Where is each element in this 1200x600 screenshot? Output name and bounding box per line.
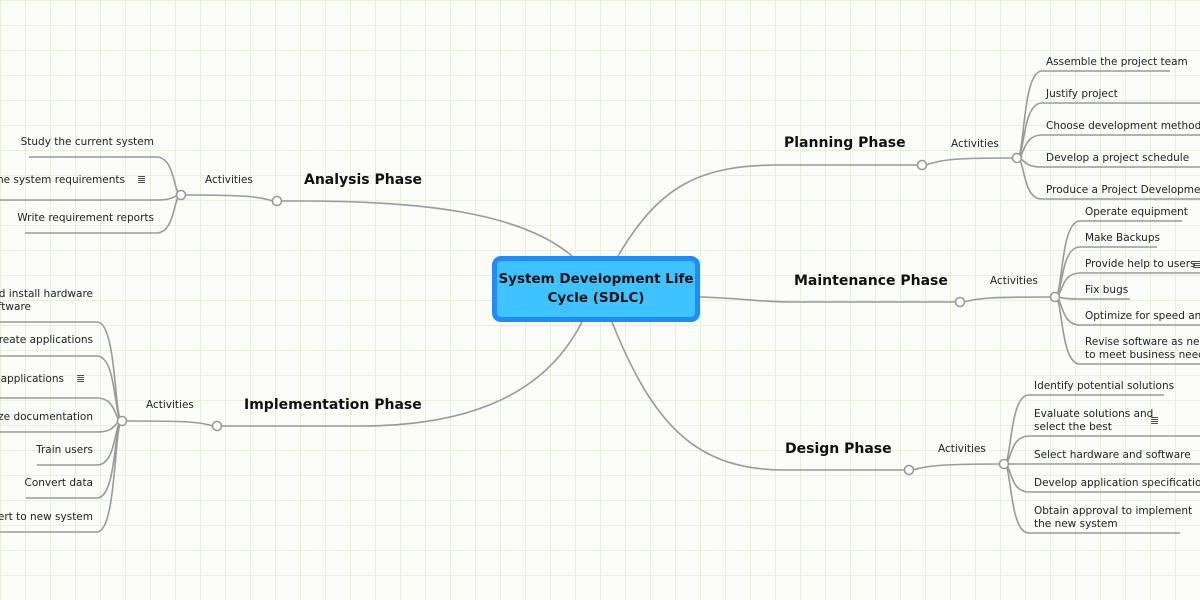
collapse-toggle[interactable]	[271, 195, 283, 207]
analysis-phase[interactable]: Analysis Phase	[304, 172, 423, 188]
implementation-item[interactable]: Create applications	[0, 334, 93, 346]
design-item[interactable]: Identify potential solutions	[1034, 380, 1175, 392]
planning-item[interactable]: Justify project	[1046, 88, 1118, 100]
design-item[interactable]: the new system	[1034, 518, 1118, 530]
connector	[0, 194, 182, 201]
note-icon[interactable]: ≣	[137, 173, 147, 186]
connector	[699, 296, 956, 303]
maintenance-item[interactable]: Provide help to users	[1085, 258, 1196, 270]
implementation-item[interactable]: and install hardware	[0, 288, 93, 300]
design-item[interactable]: Select hardware and software	[1034, 449, 1191, 461]
design-item[interactable]: select the best	[1034, 421, 1112, 433]
design-phase[interactable]: Design Phase	[785, 441, 892, 457]
implementation-activities[interactable]: Activities	[146, 399, 194, 411]
central-topic-label: System Development Life Cycle (SDLC)	[498, 271, 694, 306]
collapse-toggle[interactable]	[916, 159, 928, 171]
implementation-phase[interactable]: Implementation Phase	[244, 397, 422, 413]
maintenance-item[interactable]: Optimize for speed and s	[1085, 310, 1200, 322]
analysis-item[interactable]: rmine system requirements	[0, 174, 125, 186]
collapse-toggle[interactable]	[954, 296, 966, 308]
analysis-item[interactable]: Study the current system	[20, 136, 154, 148]
note-icon[interactable]: ≣	[1150, 414, 1160, 427]
design-item[interactable]: Evaluate solutions and	[1034, 408, 1154, 420]
implementation-item[interactable]: ftware	[0, 301, 31, 313]
collapse-toggle[interactable]	[998, 458, 1010, 470]
analysis-activities[interactable]: Activities	[205, 174, 253, 186]
planning-activities[interactable]: Activities	[951, 138, 999, 150]
connector	[37, 420, 123, 466]
maintenance-item[interactable]: Make Backups	[1085, 232, 1160, 244]
implementation-item[interactable]: alize documentation	[0, 411, 93, 423]
collapse-toggle[interactable]	[116, 415, 128, 427]
collapse-toggle[interactable]	[211, 420, 223, 432]
connector	[1054, 296, 1130, 300]
central-topic[interactable]: System Development Life Cycle (SDLC)	[492, 256, 700, 322]
implementation-item[interactable]: st applications	[0, 373, 64, 385]
maintenance-phase[interactable]: Maintenance Phase	[794, 273, 948, 289]
maintenance-item[interactable]: Revise software as neces	[1085, 336, 1200, 348]
connector	[222, 321, 583, 427]
connector	[1016, 70, 1170, 159]
planning-phase[interactable]: Planning Phase	[784, 135, 906, 151]
implementation-item[interactable]: nvert to new system	[0, 511, 93, 523]
note-icon[interactable]: ≣	[76, 372, 86, 385]
connector	[282, 200, 573, 257]
planning-item[interactable]: Produce a Project Development P	[1046, 184, 1200, 196]
planning-item[interactable]: Assemble the project team	[1046, 56, 1188, 68]
collapse-toggle[interactable]	[175, 189, 187, 201]
connector	[185, 194, 274, 202]
connector	[912, 463, 1000, 471]
maintenance-item[interactable]: to meet business needs	[1085, 349, 1200, 361]
collapse-toggle[interactable]	[1049, 291, 1061, 303]
collapse-toggle[interactable]	[1011, 152, 1023, 164]
connector	[0, 420, 123, 533]
implementation-item[interactable]: Convert data	[24, 477, 93, 489]
connector	[617, 164, 918, 257]
planning-item[interactable]: Choose development methodolog	[1046, 120, 1200, 132]
connector	[963, 296, 1051, 303]
maintenance-activities[interactable]: Activities	[990, 275, 1038, 287]
planning-item[interactable]: Develop a project schedule	[1046, 152, 1190, 164]
maintenance-item[interactable]: Fix bugs	[1085, 284, 1129, 296]
design-item[interactable]: Develop application specifications	[1034, 477, 1200, 489]
connector	[925, 157, 1013, 166]
design-activities[interactable]: Activities	[938, 443, 986, 455]
maintenance-item[interactable]: Operate equipment	[1085, 206, 1188, 218]
connector	[126, 420, 214, 427]
connector	[611, 321, 905, 471]
note-icon[interactable]: ≣	[1192, 258, 1200, 271]
implementation-item[interactable]: Train users	[36, 444, 93, 456]
design-item[interactable]: Obtain approval to implement	[1034, 505, 1193, 517]
collapse-toggle[interactable]	[903, 464, 915, 476]
analysis-item[interactable]: Write requirement reports	[17, 212, 154, 224]
